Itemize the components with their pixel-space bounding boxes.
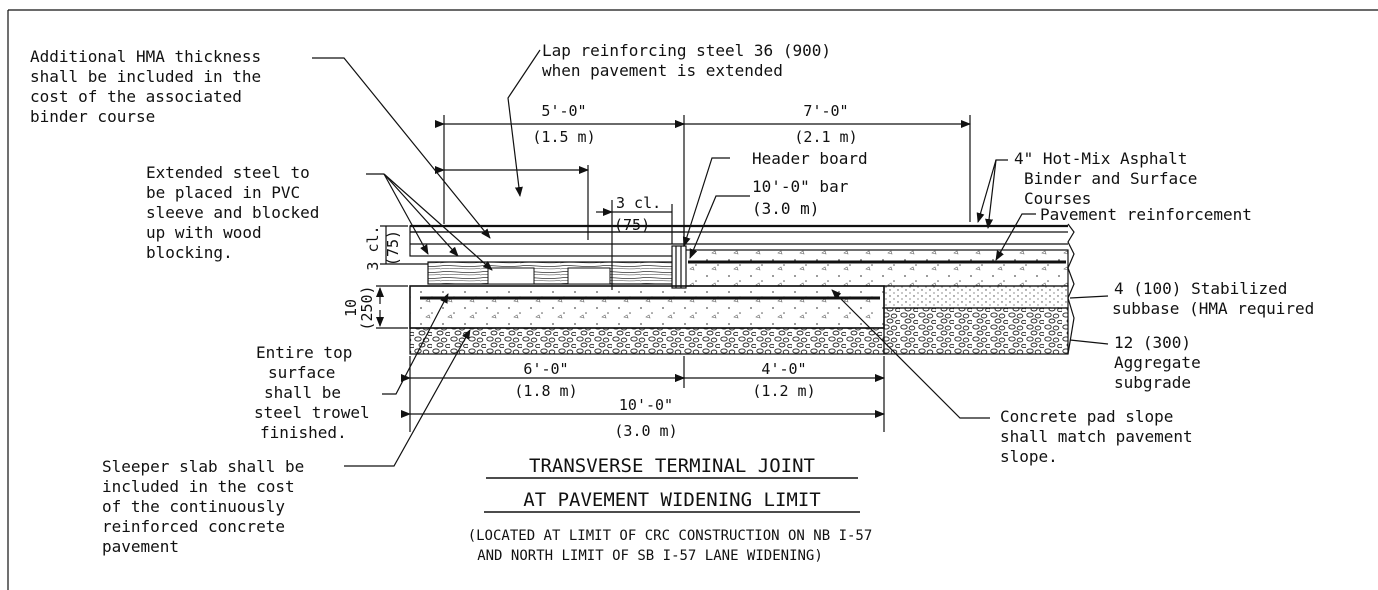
leader-lines	[312, 49, 1109, 467]
svg-text:shall be: shall be	[264, 383, 341, 402]
pavement-cross-section	[409, 223, 1075, 355]
svg-text:(75): (75)	[384, 230, 402, 266]
note-bar-length: 10'-0" bar (3.0 m)	[752, 177, 849, 218]
svg-text:10'-0" bar: 10'-0" bar	[752, 177, 849, 196]
aggregate-subgrade-right	[883, 307, 1069, 355]
svg-text:7'-0": 7'-0"	[803, 102, 848, 120]
note-header-board: Header board	[752, 149, 868, 168]
svg-text:(3.0 m): (3.0 m)	[752, 199, 819, 218]
svg-text:surface: surface	[268, 363, 335, 382]
sleeper-slab	[409, 285, 885, 329]
svg-text:of the continuously: of the continuously	[102, 497, 285, 516]
note-extended-steel: Extended steel to be placed in PVC sleev…	[146, 163, 319, 262]
svg-text:3 cl.: 3 cl.	[616, 194, 661, 212]
svg-text:blocking.: blocking.	[146, 243, 233, 262]
drawing-subtitle: (LOCATED AT LIMIT OF CRC CONSTRUCTION ON…	[468, 528, 873, 564]
dim-cover-horizontal: 3 cl. (75)	[614, 194, 661, 234]
note-sleeper-slab: Sleeper slab shall be included in the co…	[102, 457, 304, 556]
svg-text:(LOCATED AT LIMIT OF CRC CONST: (LOCATED AT LIMIT OF CRC CONSTRUCTION ON…	[468, 528, 873, 544]
svg-text:Additional HMA thickness: Additional HMA thickness	[30, 47, 261, 66]
dim-cover-vertical: 3 cl. (75)	[364, 225, 402, 270]
pvc-sleeve	[487, 267, 535, 285]
svg-text:included in the cost: included in the cost	[102, 477, 295, 496]
svg-text:be placed in PVC: be placed in PVC	[146, 183, 300, 202]
svg-text:slope.: slope.	[1000, 447, 1058, 466]
svg-text:Binder and Surface: Binder and Surface	[1024, 169, 1197, 188]
svg-text:Lap reinforcing steel 36 (900): Lap reinforcing steel 36 (900)	[542, 41, 831, 60]
svg-text:Extended steel to: Extended steel to	[146, 163, 310, 182]
svg-text:3 cl.: 3 cl.	[364, 225, 382, 270]
svg-text:(1.2 m): (1.2 m)	[752, 382, 815, 400]
note-top-surface: Entire top surface shall be steel trowel…	[254, 343, 370, 442]
svg-text:4" Hot-Mix Asphalt: 4" Hot-Mix Asphalt	[1014, 149, 1187, 168]
note-stabilized-subbase: 4 (100) Stabilized subbase (HMA required	[1112, 279, 1314, 318]
svg-text:4 (100) Stabilized: 4 (100) Stabilized	[1114, 279, 1287, 298]
svg-text:10'-0": 10'-0"	[619, 396, 673, 414]
wood-blocking	[427, 261, 685, 285]
svg-text:5'-0": 5'-0"	[541, 102, 586, 120]
dimension-lines	[376, 115, 971, 432]
crc-pavement	[683, 249, 1069, 287]
aggregate-subgrade-left	[409, 327, 885, 355]
svg-text:shall be included in the: shall be included in the	[30, 67, 261, 86]
svg-text:subbase (HMA required: subbase (HMA required	[1112, 299, 1314, 318]
note-lap-steel: Lap reinforcing steel 36 (900) when pave…	[542, 41, 831, 80]
stabilized-subbase	[883, 285, 1069, 309]
header-board	[671, 245, 687, 289]
svg-text:AND NORTH LIMIT OF SB I-57 LAN: AND NORTH LIMIT OF SB I-57 LANE WIDENING…	[477, 548, 823, 564]
drawing-title: TRANSVERSE TERMINAL JOINT AT PAVEMENT WI…	[484, 455, 860, 513]
svg-text:Sleeper slab shall be: Sleeper slab shall be	[102, 457, 304, 476]
note-pavement-reinforcement: Pavement reinforcement	[1040, 205, 1252, 224]
svg-text:shall match pavement: shall match pavement	[1000, 427, 1193, 446]
note-pad-slope: Concrete pad slope shall match pavement …	[1000, 407, 1193, 466]
svg-text:6'-0": 6'-0"	[523, 360, 568, 378]
dim-top-right: 7'-0" (2.1 m)	[794, 102, 857, 146]
svg-text:(1.5 m): (1.5 m)	[532, 128, 595, 146]
note-aggregate-subgrade: 12 (300) Aggregate subgrade	[1114, 333, 1201, 392]
svg-text:steel trowel: steel trowel	[254, 403, 370, 422]
svg-text:subgrade: subgrade	[1114, 373, 1191, 392]
svg-text:10: 10	[342, 299, 360, 317]
dim-bottom-total: 10'-0" (3.0 m)	[614, 396, 677, 440]
hma-overlay-left	[409, 225, 685, 257]
svg-text:(1.8 m): (1.8 m)	[514, 382, 577, 400]
title-line-2: AT PAVEMENT WIDENING LIMIT	[523, 489, 820, 511]
svg-text:cost of the associated: cost of the associated	[30, 87, 242, 106]
note-hot-mix-asphalt: 4" Hot-Mix Asphalt Binder and Surface Co…	[1014, 149, 1197, 208]
svg-text:Aggregate: Aggregate	[1114, 353, 1201, 372]
svg-text:12 (300): 12 (300)	[1114, 333, 1191, 352]
svg-text:Concrete pad slope: Concrete pad slope	[1000, 407, 1173, 426]
svg-text:Entire top: Entire top	[256, 343, 352, 362]
svg-text:up with wood: up with wood	[146, 223, 262, 242]
svg-text:(75): (75)	[614, 216, 650, 234]
dim-slab-thickness: 10 (250)	[342, 285, 376, 330]
svg-text:binder course: binder course	[30, 107, 155, 126]
svg-text:pavement: pavement	[102, 537, 179, 556]
svg-text:4'-0": 4'-0"	[761, 360, 806, 378]
dim-bottom-left: 6'-0" (1.8 m)	[514, 360, 577, 400]
svg-text:(3.0 m): (3.0 m)	[614, 422, 677, 440]
svg-text:reinforced concrete: reinforced concrete	[102, 517, 285, 536]
title-line-1: TRANSVERSE TERMINAL JOINT	[529, 455, 815, 477]
dim-top-left: 5'-0" (1.5 m)	[532, 102, 595, 146]
svg-text:finished.: finished.	[260, 423, 347, 442]
svg-text:sleeve and blocked: sleeve and blocked	[146, 203, 319, 222]
dim-bottom-right: 4'-0" (1.2 m)	[752, 360, 815, 400]
svg-text:Courses: Courses	[1024, 189, 1091, 208]
svg-text:(2.1 m): (2.1 m)	[794, 128, 857, 146]
note-hma-thickness: Additional HMA thickness shall be includ…	[30, 47, 261, 126]
svg-text:(250): (250)	[358, 285, 376, 330]
svg-text:when pavement is extended: when pavement is extended	[542, 61, 783, 80]
